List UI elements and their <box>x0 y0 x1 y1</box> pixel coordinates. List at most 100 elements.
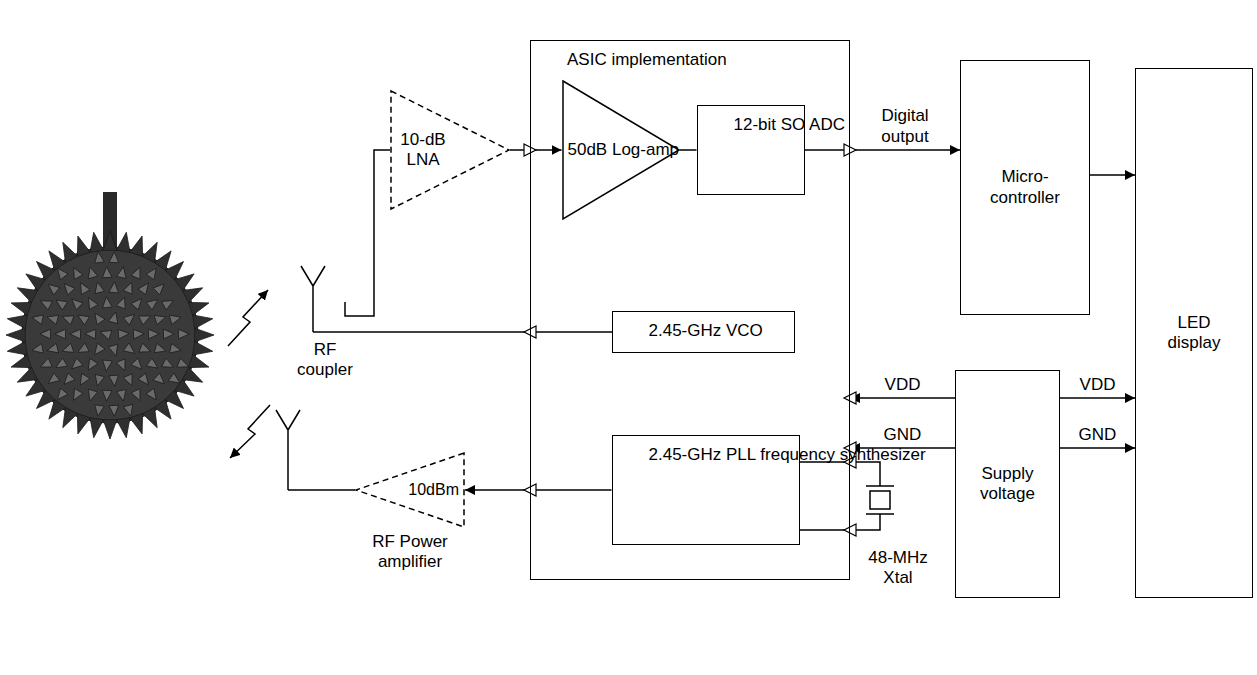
durian-spike <box>62 343 74 352</box>
coupler-wire <box>345 150 390 316</box>
durian-spike <box>103 360 113 371</box>
durian-spike <box>165 262 183 280</box>
durian-spike <box>139 343 151 352</box>
asic-block: ASIC implementation 50dB Log-amp 12-bit SO… <box>530 40 850 580</box>
block-label: 2.45-GHz VCO <box>649 321 763 341</box>
durian-spike <box>17 367 37 382</box>
block-label: Supply voltage <box>968 464 1048 505</box>
durian-spike <box>88 358 98 370</box>
durian-spike <box>58 388 69 399</box>
crystal-wire <box>800 462 894 530</box>
durian-spike <box>146 300 158 310</box>
power-amplifier: 10dBmRF Power amplifier <box>355 452 465 528</box>
adc-block: 12-bit SO ADC <box>697 105 805 195</box>
durian-spike <box>117 232 131 252</box>
durian-spike <box>100 331 112 340</box>
signal-arrows <box>228 290 270 458</box>
crystal-label: 48-MHz Xtal <box>860 548 936 589</box>
durian-spike <box>109 375 119 386</box>
durian-spike <box>117 267 127 279</box>
signal-name: Digital output <box>867 106 943 147</box>
durian-spike <box>133 329 144 339</box>
durian-spike <box>95 405 105 416</box>
durian-spike <box>62 316 74 325</box>
durian-spike <box>56 300 68 310</box>
rx-antenna <box>301 266 325 332</box>
durian-spike <box>95 282 104 294</box>
durian-spike <box>154 343 166 352</box>
durian-spike <box>80 374 90 386</box>
durian-spike <box>48 373 60 383</box>
durian-spike <box>103 297 113 308</box>
block-label: ASIC implementation <box>567 50 727 70</box>
durian-spike <box>189 355 209 368</box>
wiring <box>276 150 894 530</box>
lna-amplifier: 10-dB LNA <box>390 90 510 210</box>
durian-spike <box>49 251 66 271</box>
durian-spike <box>139 316 151 325</box>
led-display-box: LED display <box>1135 68 1253 598</box>
durian-spike <box>116 297 125 309</box>
amplifier-symbol <box>563 81 679 219</box>
durian-spike <box>117 390 127 402</box>
durian-spike <box>153 373 164 384</box>
amplifier-symbol <box>391 91 509 209</box>
pll-synthesizer: 2.45-GHz PLL frequency synthesizer <box>612 435 800 545</box>
durian-spike <box>49 400 66 420</box>
durian-spike <box>162 301 174 310</box>
block-label: 2.45-GHz PLL frequency synthesizer <box>649 445 779 465</box>
signal-connector <box>850 447 955 449</box>
signal-connector <box>1090 174 1135 176</box>
durian-spike <box>88 389 97 401</box>
block-caption: RF Power amplifier <box>365 532 455 573</box>
durian-spike <box>131 267 140 279</box>
durian-spike <box>123 404 132 416</box>
durian-spike <box>182 367 202 382</box>
durian-spike <box>131 389 140 401</box>
durian-spike <box>146 268 156 280</box>
pin <box>844 392 856 404</box>
durian-spike <box>193 315 213 329</box>
durian-spike <box>117 418 131 438</box>
block-label: Micro-controller <box>979 167 1071 208</box>
durian-spike <box>64 373 75 384</box>
block-label: LED display <box>1154 313 1234 354</box>
durian-spike <box>26 274 46 291</box>
durian-spike <box>40 329 51 339</box>
durian-spike <box>26 379 46 396</box>
durian-spike <box>78 343 90 352</box>
durian-spike <box>109 282 119 293</box>
supply-box: Supply voltage <box>955 370 1060 598</box>
durian-spike <box>41 358 53 367</box>
durian-spike <box>123 282 132 294</box>
durian-body <box>22 247 198 423</box>
durian-spike <box>58 268 69 280</box>
block-label: 50dB Log-amp <box>568 139 632 159</box>
signal-connector <box>465 489 612 491</box>
durian-spike <box>177 358 189 367</box>
durian-spike <box>148 329 159 339</box>
durian-spike <box>63 407 78 427</box>
durian-spike <box>74 389 84 401</box>
durian-spike <box>193 342 213 356</box>
durian-spike <box>7 315 27 329</box>
pin <box>844 524 856 536</box>
durian-spike <box>95 374 104 386</box>
durian-spike <box>47 343 59 352</box>
block-label: 10-dB LNA <box>396 130 450 171</box>
durian-spike <box>32 315 44 325</box>
durian-spike <box>47 315 59 324</box>
pin <box>844 442 856 454</box>
durian-spike <box>95 343 105 355</box>
durian-spike <box>103 231 117 250</box>
durian-spike <box>90 232 104 252</box>
durian-spike <box>130 414 143 434</box>
microcontroller-box: Micro-controller <box>960 60 1090 315</box>
durian-spike <box>109 252 119 263</box>
durian-spike <box>116 359 125 371</box>
durian-spike <box>130 236 143 256</box>
durian-spike <box>182 288 202 303</box>
reflected-signal-arrow <box>228 290 268 346</box>
signal-connector <box>850 397 955 399</box>
durian-spike <box>162 358 174 367</box>
